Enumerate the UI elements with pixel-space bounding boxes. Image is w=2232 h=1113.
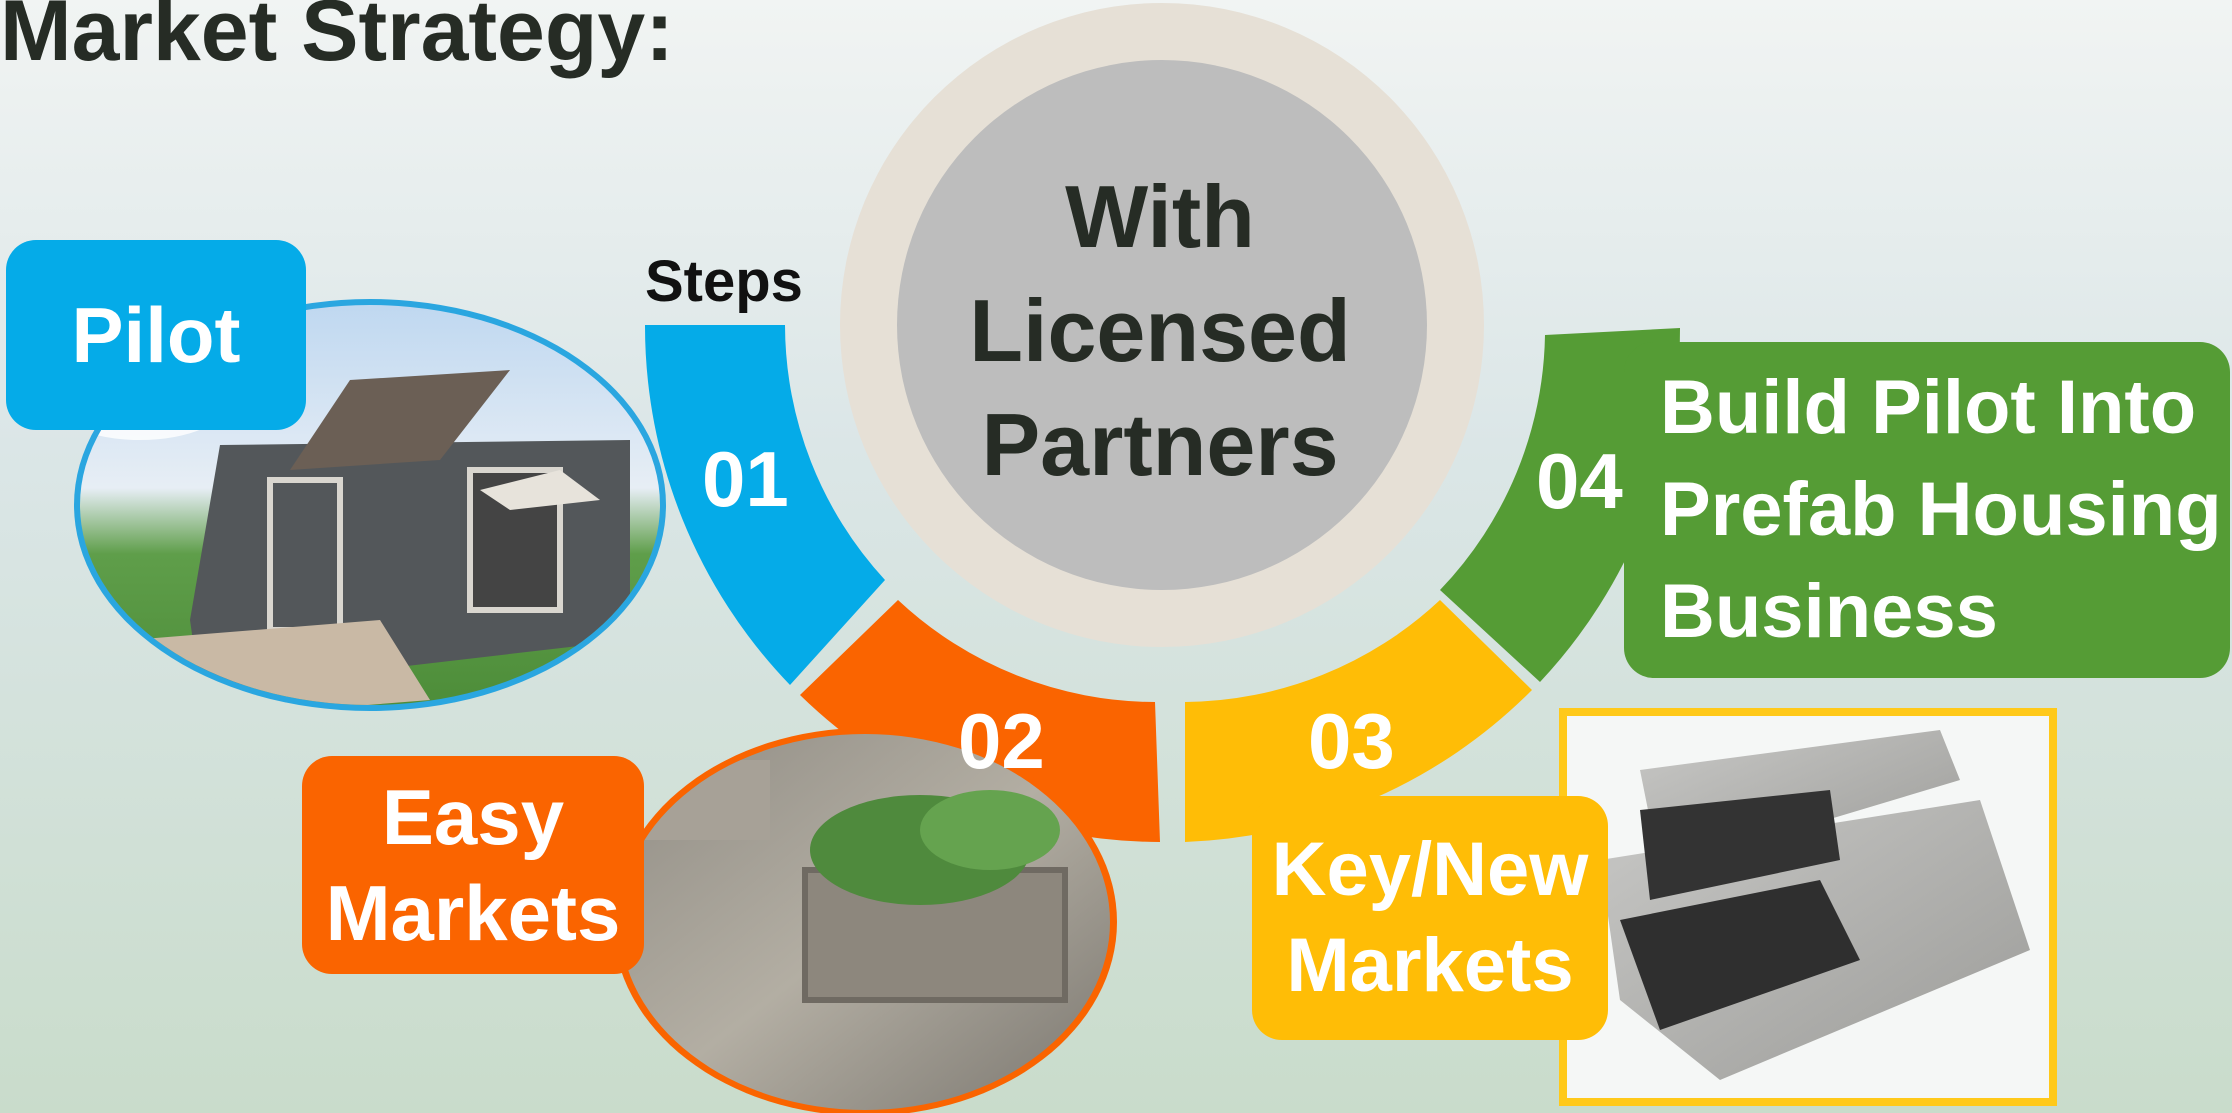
arc-segment-03 [1185,600,1532,842]
center-line-1: With [1065,167,1255,266]
step-04-label: Build Pilot Into Prefab Housing Business [1624,342,2230,678]
arc-segment-02 [800,600,1160,842]
key-label-line-2: Markets [1286,923,1574,1008]
center-line-3: Partners [981,395,1339,494]
step-number-02: 02 [958,697,1045,785]
step-02-label: Easy Markets [302,756,644,974]
step-number-04: 04 [1536,437,1623,525]
garden-planter-photo [620,734,1110,1110]
pilot-label: Pilot [71,290,241,379]
solar-tile-graphic [1600,730,2030,1080]
inner-circle [897,60,1427,590]
step-number-03: 03 [1308,697,1395,785]
build-label-line-2: Prefab Housing [1660,467,2222,552]
arc-segment-04 [1440,328,1681,682]
easy-label-line-2: Markets [325,869,621,957]
arc-segment-01 [644,325,885,685]
center-line-2: Licensed [969,281,1351,380]
step-03-label: Key/New Markets [1252,796,1608,1040]
step-01-label: Pilot [6,240,306,430]
key-label-line-1: Key/New [1271,827,1589,912]
page-title: Market Strategy: [0,0,674,79]
build-label-line-1: Build Pilot Into [1660,365,2197,450]
center-label: With Licensed Partners [900,160,1420,502]
steps-label: Steps [645,249,803,314]
build-label-line-3: Business [1660,569,1998,654]
easy-label-line-1: Easy [381,773,565,861]
step-number-01: 01 [702,435,789,523]
